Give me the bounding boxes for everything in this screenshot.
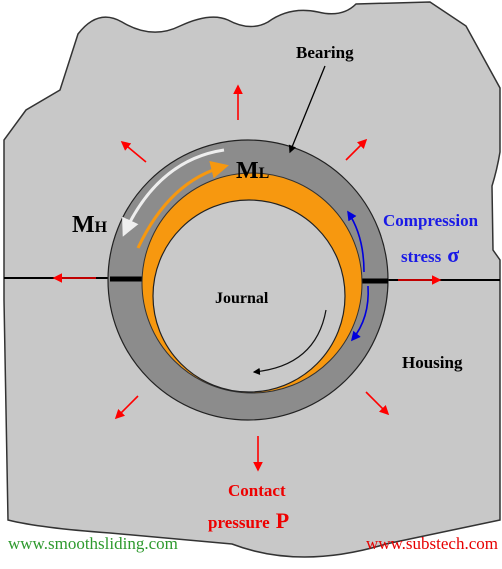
contact-pressure-label-line1: Contact (228, 481, 286, 500)
compression-arrow-upper (347, 210, 365, 273)
m-l-label: ML (236, 158, 269, 184)
bearing-label: Bearing (296, 43, 354, 62)
bearing-leader-line (288, 65, 326, 154)
compression-arrow-lower (350, 285, 369, 342)
white-rotation-arrow (122, 148, 225, 237)
compression-label-line1: Compression (383, 211, 479, 230)
orange-rotation-arrow (136, 160, 229, 249)
pressure-arrow-top-right (345, 138, 368, 161)
pressure-arrow-bottom-left (114, 395, 139, 420)
footer-link-substech[interactable]: www.substech.com (365, 534, 498, 553)
pressure-arrow-bottom-right (365, 391, 390, 416)
m-h-label: MH (72, 212, 108, 238)
footer-link-smoothsliding[interactable]: www.smoothsliding.com (8, 534, 178, 553)
pressure-arrow-top-left (120, 140, 147, 163)
housing-label: Housing (402, 353, 463, 372)
journal (152, 199, 346, 393)
journal-rotation-arrow (252, 309, 327, 376)
journal-label: Journal (215, 290, 269, 307)
